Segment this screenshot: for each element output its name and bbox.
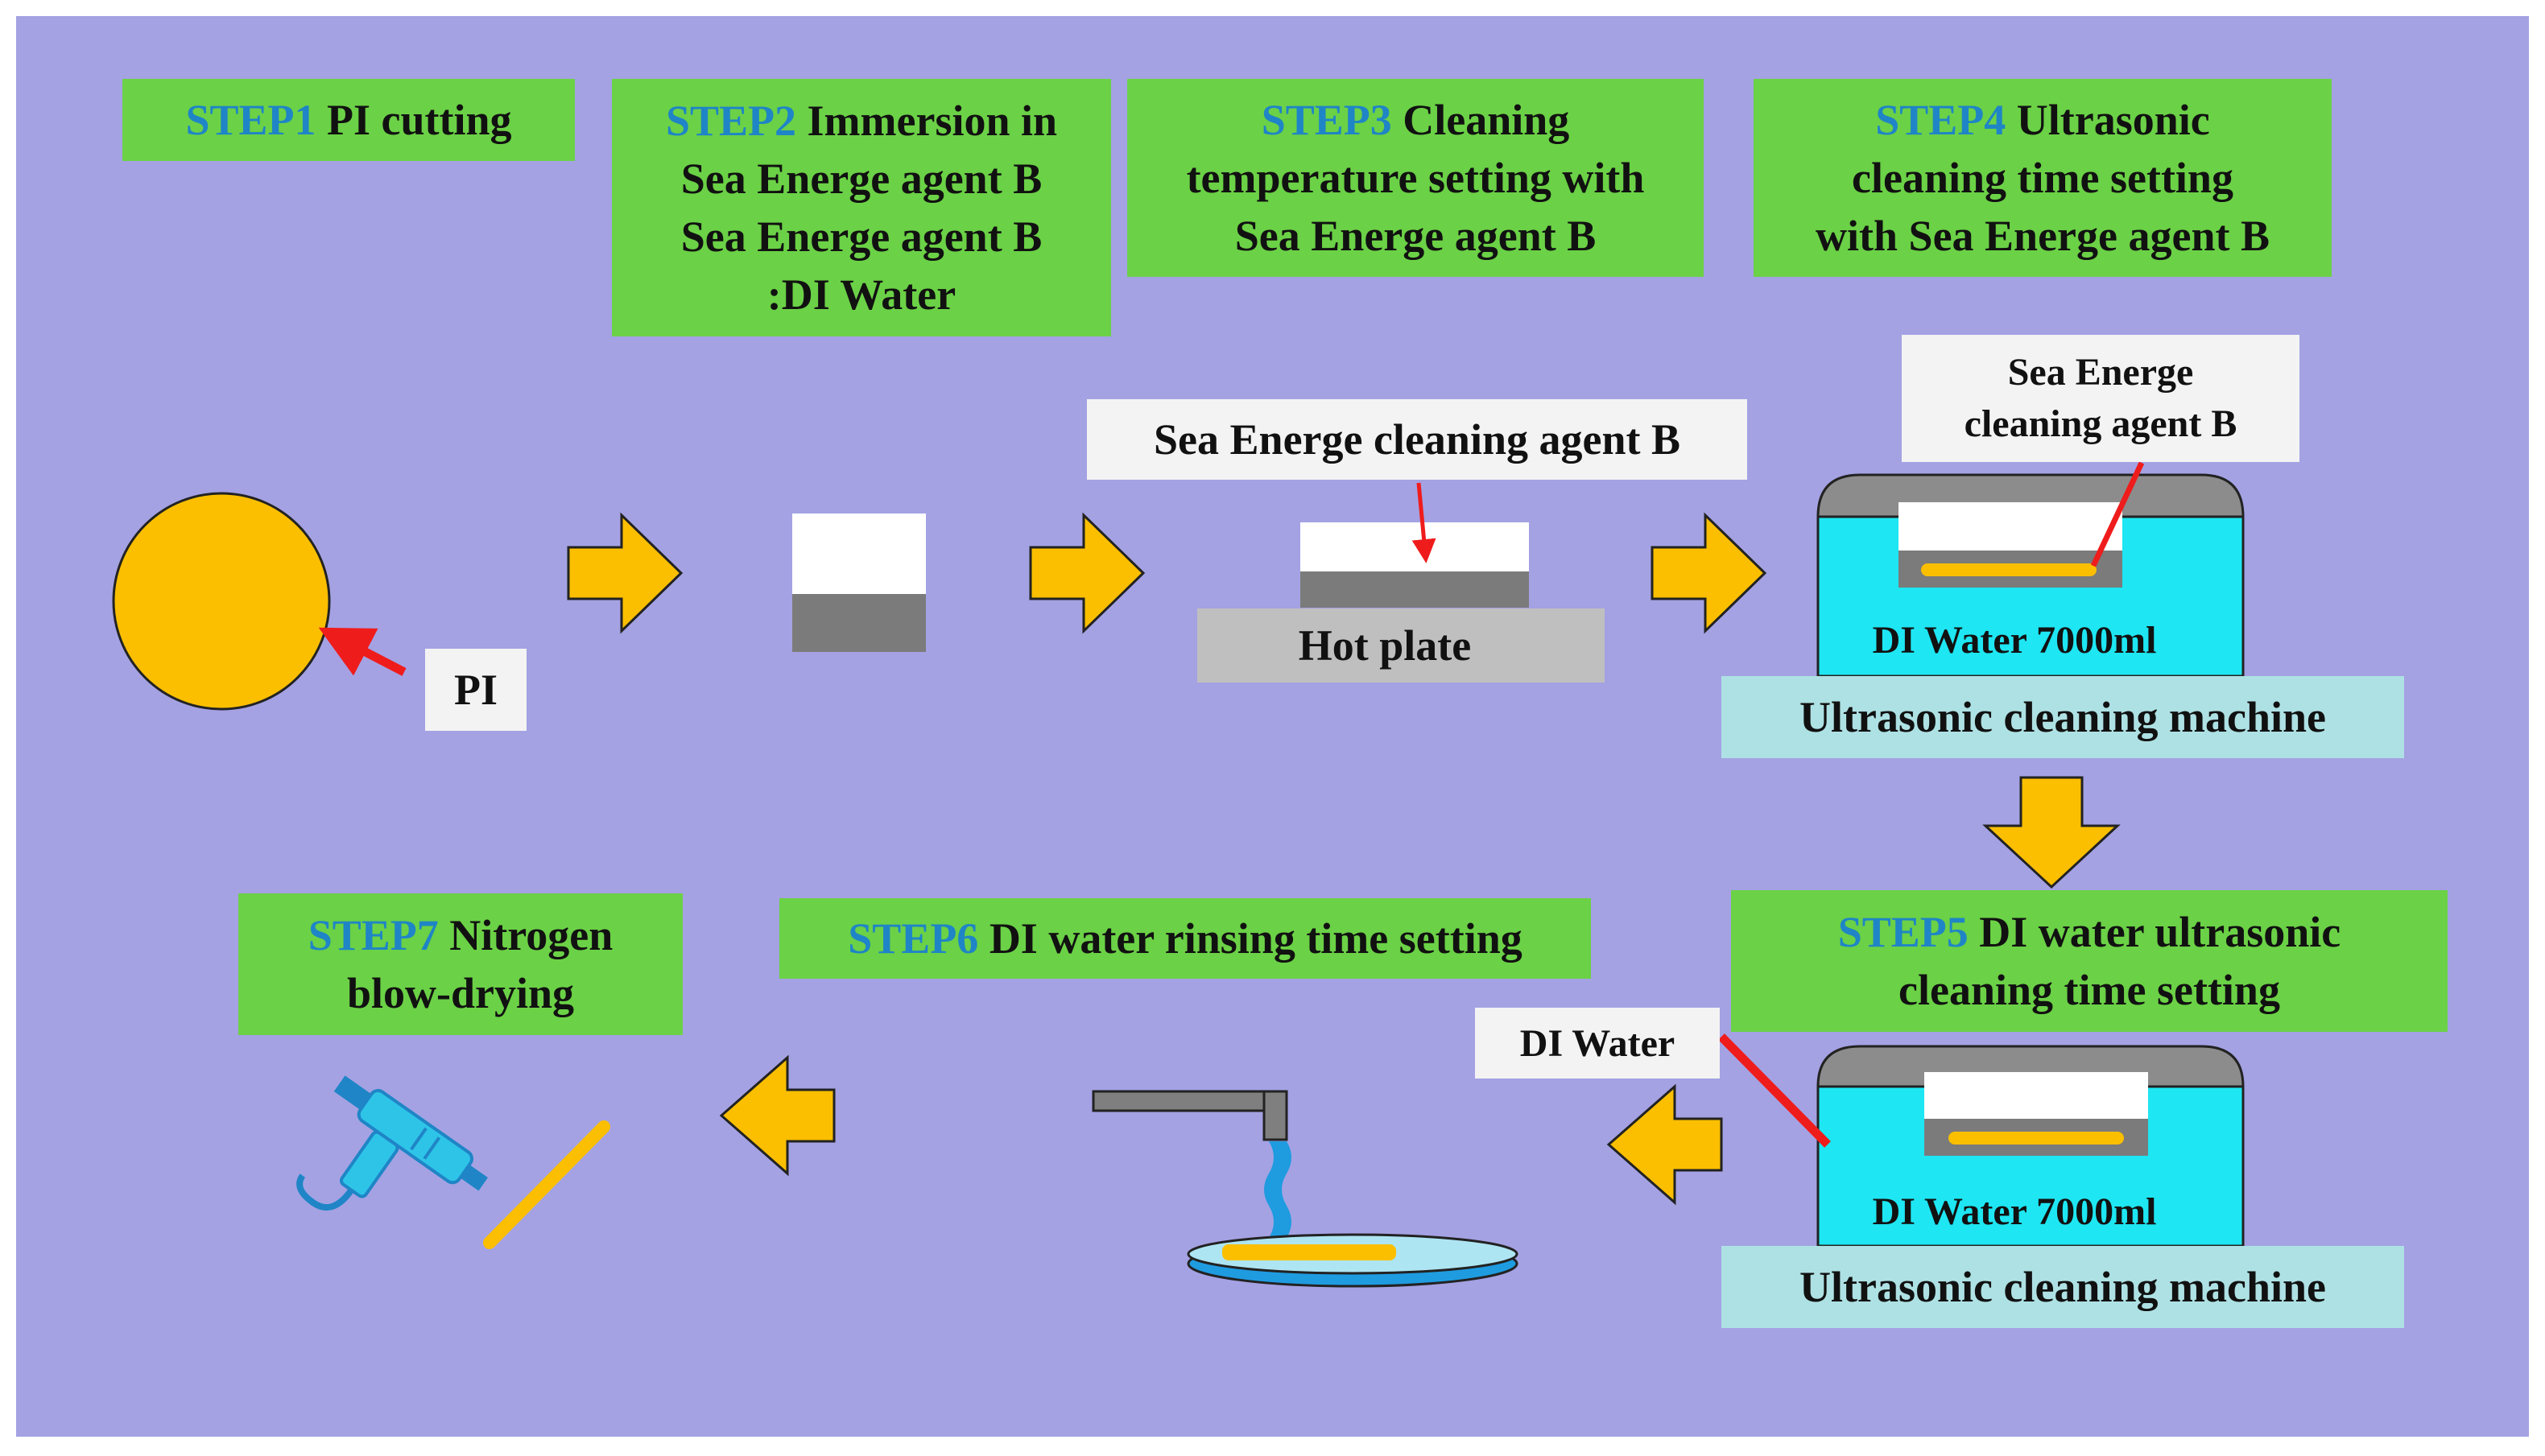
hot-plate-label: Hot plate (1298, 621, 1472, 670)
faucet-icon (1092, 1090, 1291, 1257)
step-text: PI cutting (327, 96, 512, 144)
di-water-pointer (1718, 1033, 1831, 1148)
step-text: blow-drying (346, 969, 575, 1017)
step-text: Sea Energe agent B (680, 155, 1043, 203)
agent-label-line: cleaning agent B (1964, 402, 2237, 445)
diagram-canvas: STEP1 PI cutting STEP2 Immersion in Sea … (16, 16, 2529, 1437)
petri-dish-icon (1187, 1233, 1518, 1288)
arrow-right-icon (1651, 512, 1767, 634)
step-number: STEP5 (1837, 908, 1969, 956)
step-number: STEP7 (308, 911, 439, 959)
step-text: :DI Water (766, 270, 956, 319)
step-number: STEP6 (848, 914, 979, 963)
di-water-tank-label: DI Water 7000ml (1872, 1190, 2157, 1233)
step1-box: STEP1 PI cutting (122, 79, 575, 161)
arrow-right-icon (1029, 512, 1146, 634)
step-number: STEP4 (1875, 96, 2006, 144)
step-text: Immersion in (807, 97, 1058, 145)
di-water-label: DI Water (1475, 1008, 1720, 1079)
step-number: STEP1 (185, 96, 316, 144)
ultrasonic-bath-icon (1816, 1045, 2245, 1248)
step-text: with Sea Energe agent B (1816, 212, 2270, 260)
arrow-right-icon (567, 512, 684, 634)
step2-box: STEP2 Immersion in Sea Energe agent B Se… (612, 79, 1111, 336)
step-text: Nitrogen (449, 911, 614, 959)
pi-disc-icon (112, 492, 331, 711)
cleaning-agent-label-2: Sea Energe cleaning agent B (1902, 335, 2299, 462)
arrow-left-icon (1606, 1083, 1723, 1206)
sample-strip-icon (483, 1120, 610, 1249)
step3-box: STEP3 Cleaning temperature setting with … (1127, 79, 1704, 277)
arrow-down-icon (1982, 776, 2121, 889)
step-text: cleaning time setting (1898, 966, 2280, 1014)
hot-plate-sample-icon (1300, 522, 1529, 608)
step-text: DI water rinsing time setting (989, 914, 1522, 963)
step-text: temperature setting with (1186, 154, 1645, 202)
step-text: cleaning time setting (1852, 154, 2233, 202)
ultrasonic-machine-label: Ultrasonic cleaning machine (1721, 1246, 2404, 1328)
agent-pointer-1 (1411, 482, 1436, 563)
step5-box: STEP5 DI water ultrasonic cleaning time … (1731, 890, 2448, 1032)
step-text: Sea Energe agent B (1234, 212, 1597, 260)
diagram-artwork (112, 461, 2245, 1288)
agent-pointer-2 (2090, 461, 2145, 567)
ultrasonic-bath-icon (1816, 473, 2245, 678)
step-number: STEP3 (1261, 96, 1392, 144)
step6-box: STEP6 DI water rinsing time setting (779, 898, 1591, 979)
step-text: Ultrasonic (2016, 96, 2210, 144)
pi-pointer (318, 627, 407, 676)
hot-plate-icon (1197, 608, 1605, 683)
step-text: DI water ultrasonic (1979, 908, 2341, 956)
arrow-left-icon (719, 1054, 836, 1177)
agent-label-line: Sea Energe (2007, 351, 2194, 394)
step-number: STEP2 (665, 97, 797, 145)
step-text: Cleaning (1403, 96, 1570, 144)
pi-label: PI (425, 649, 527, 731)
nitrogen-gun-icon (296, 1075, 488, 1211)
di-water-tank-label: DI Water 7000ml (1872, 618, 2157, 662)
step-text: Sea Energe agent B (680, 212, 1043, 261)
cleaning-agent-label: Sea Energe cleaning agent B (1087, 399, 1747, 480)
ultrasonic-machine-label: Ultrasonic cleaning machine (1721, 676, 2404, 758)
step7-box: STEP7 Nitrogen blow-drying (238, 893, 683, 1035)
sample-block-icon (792, 514, 926, 652)
step4-box: STEP4 Ultrasonic cleaning time setting w… (1754, 79, 2332, 277)
